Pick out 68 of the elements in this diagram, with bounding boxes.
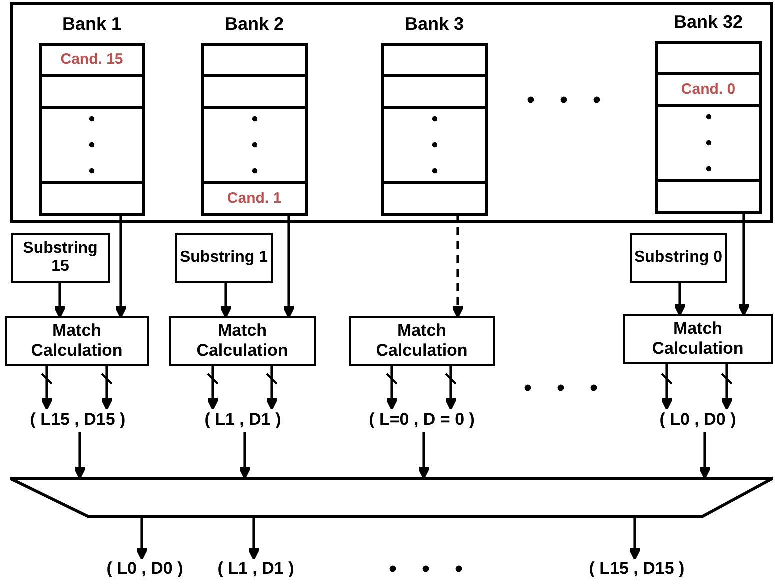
memory-row bbox=[201, 106, 308, 184]
node-label: Match Calculation bbox=[651, 319, 745, 359]
node-label: ( L1 , D1 ) bbox=[218, 559, 294, 579]
arrow bbox=[266, 366, 278, 410]
substring-box bbox=[175, 233, 273, 283]
arrow bbox=[220, 283, 232, 318]
node-label: ( L0 , D0 ) bbox=[660, 410, 736, 430]
node-label: ( L15 , D15 ) bbox=[589, 559, 685, 579]
memory-row bbox=[381, 74, 488, 109]
arrow bbox=[100, 366, 114, 410]
memory-row bbox=[39, 43, 145, 77]
arrow bbox=[698, 432, 712, 480]
arrow bbox=[386, 366, 398, 410]
arrow bbox=[238, 432, 252, 480]
arrow bbox=[206, 366, 220, 410]
memory-row bbox=[655, 72, 762, 107]
memory-row bbox=[381, 106, 488, 184]
bank-heading: Bank 32 bbox=[672, 11, 744, 33]
node-label: Match Calculation bbox=[375, 321, 469, 361]
substring-box bbox=[630, 233, 727, 283]
arrow bbox=[628, 518, 642, 560]
node-label: Match Calculation bbox=[196, 321, 290, 361]
arrow bbox=[40, 366, 54, 410]
arrow bbox=[54, 283, 66, 318]
memory-frame bbox=[10, 2, 773, 223]
match-calculation-box bbox=[169, 316, 316, 366]
bank-heading: Bank 1 bbox=[61, 13, 123, 35]
bank-heading: Bank 3 bbox=[404, 13, 466, 35]
node-label: Substring 0 bbox=[633, 248, 724, 268]
node-label: ( L0 , D0 ) bbox=[106, 559, 184, 579]
match-calculation-box bbox=[349, 316, 495, 366]
memory-row bbox=[201, 181, 308, 216]
memory-row bbox=[655, 104, 762, 182]
memory-row bbox=[655, 41, 762, 75]
arrow bbox=[74, 432, 86, 480]
candidate-label: Cand. 1 bbox=[227, 190, 282, 208]
arrow bbox=[720, 364, 734, 410]
memory-row bbox=[39, 181, 145, 216]
memory-row bbox=[655, 179, 762, 214]
memory-row bbox=[381, 43, 488, 77]
match-calculation-box bbox=[5, 316, 149, 366]
arrow bbox=[136, 518, 148, 560]
candidate-label: Cand. 0 bbox=[681, 80, 736, 98]
arrow bbox=[282, 213, 296, 318]
substring-box bbox=[11, 233, 110, 283]
memory-row bbox=[39, 106, 145, 184]
candidate-label: Cand. 15 bbox=[60, 51, 124, 69]
arrow bbox=[418, 432, 430, 480]
multiplexer-trapezoid bbox=[10, 477, 773, 518]
arrow bbox=[444, 366, 458, 410]
node-label: Substring 1 bbox=[178, 248, 269, 268]
node-label: Substring 15 bbox=[22, 240, 99, 276]
arrow bbox=[660, 364, 674, 410]
node-label: Match Calculation bbox=[30, 321, 124, 361]
arrow bbox=[674, 283, 686, 316]
bank-heading: Bank 2 bbox=[224, 13, 286, 35]
arrow bbox=[114, 213, 128, 318]
node-label: ( L15 , D15 ) bbox=[30, 410, 126, 430]
arrow bbox=[738, 211, 750, 316]
dashed-arrow bbox=[452, 213, 464, 318]
node-label: ( L1 , D1 ) bbox=[204, 410, 282, 430]
arrow bbox=[248, 518, 260, 560]
memory-row bbox=[201, 43, 308, 77]
memory-row bbox=[201, 74, 308, 109]
node-label: ( L=0 , D = 0 ) bbox=[369, 410, 475, 430]
memory-row bbox=[39, 74, 145, 109]
match-calculation-box bbox=[623, 314, 773, 364]
memory-row bbox=[381, 181, 488, 216]
